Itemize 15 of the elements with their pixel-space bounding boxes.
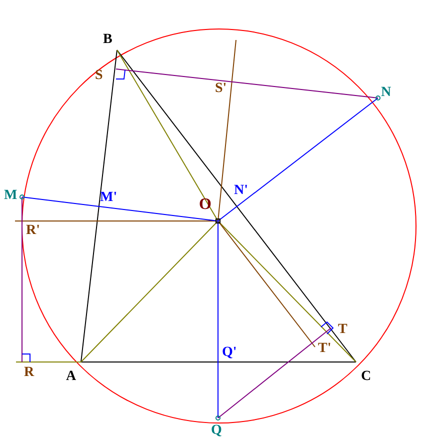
point-label: N [381,86,392,100]
point-label: S [95,69,103,83]
point-label: Q [211,424,222,438]
point-label: Q' [222,346,237,360]
point-label: M' [100,191,118,205]
point-label: N' [234,184,248,198]
point-label: R [24,366,34,380]
point-label: T [338,323,348,337]
point-label: R' [26,224,40,238]
point-label: S' [215,82,227,96]
point-label: M [4,189,18,203]
point-label: A [66,370,76,384]
point-label: T' [318,342,332,356]
point-label: C [361,370,372,384]
point-label: B [103,33,112,47]
